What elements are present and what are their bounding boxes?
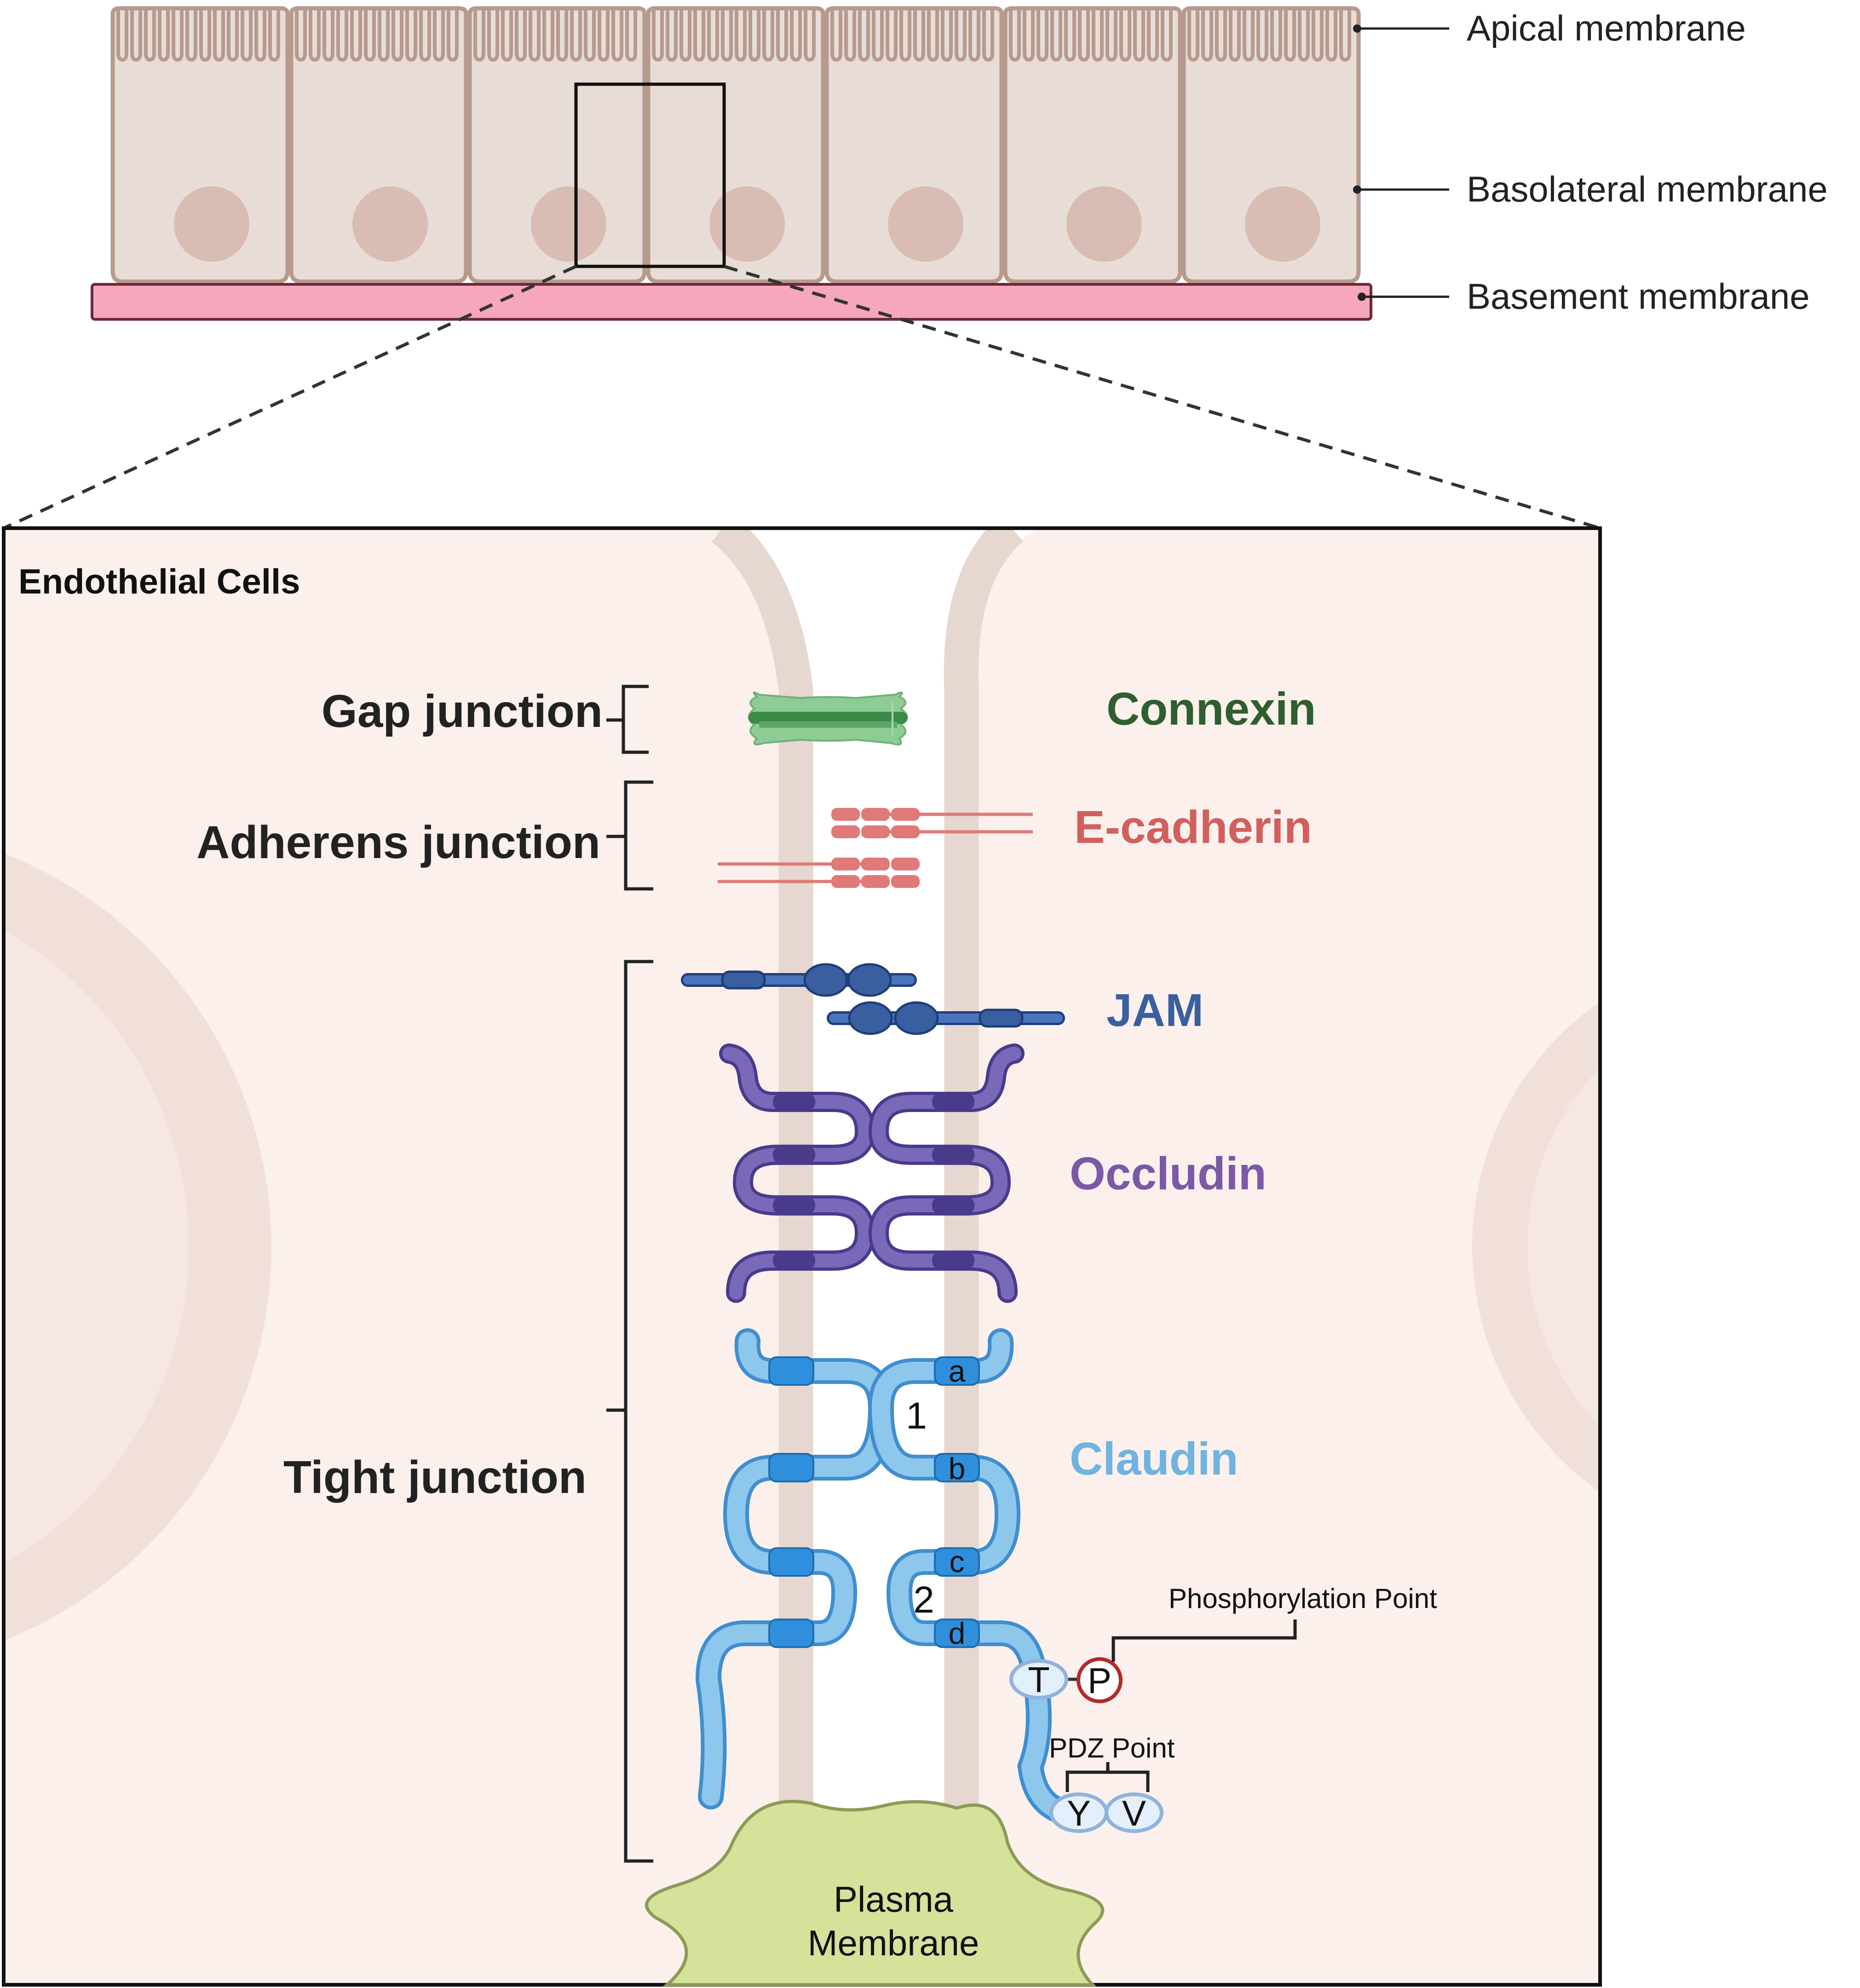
connexin-label: Connexin [1106, 683, 1316, 735]
occludin-protein [719, 1043, 1025, 1303]
threonine-residue: T [1009, 1659, 1068, 1700]
nucleus [1066, 186, 1142, 262]
tyrosine-residue: Y [1049, 1792, 1108, 1833]
claudin-protein [695, 1328, 1076, 1825]
threonine-label: T [1028, 1660, 1050, 1700]
top-label-apical: Apical membrane [1353, 8, 1746, 48]
microvillus [830, 9, 994, 62]
panel-title: Endothelial Cells [18, 562, 300, 601]
nucleus [531, 186, 606, 262]
plasma-membrane-label-line1: Plasma [834, 1879, 954, 1919]
basement-membrane [91, 283, 1372, 321]
microvillus [1187, 9, 1351, 62]
gap-junction-label: Gap junction [322, 686, 603, 737]
cell [289, 6, 468, 284]
tyrosine-label: Y [1067, 1793, 1091, 1833]
pdz-point-label: PDZ Point [1049, 1733, 1175, 1763]
valine-residue: V [1105, 1792, 1163, 1833]
zoom-box [574, 82, 726, 268]
cell [467, 6, 647, 284]
zoom-connector-left [3, 265, 577, 530]
cell-layer [110, 6, 1361, 284]
microvillus [652, 9, 816, 62]
connexin-protein [748, 691, 908, 746]
plasma-membrane-label-line2: Membrane [808, 1923, 979, 1963]
microvilli [116, 9, 1351, 62]
cell-membrane-right [944, 528, 1024, 1985]
phosphorylation-point-label: Phosphorylation Point [1169, 1583, 1437, 1614]
jam-protein [681, 963, 1065, 1035]
microvillus [295, 9, 459, 62]
gap-junction-bracket [606, 685, 649, 754]
cell [1003, 6, 1182, 284]
ecadherin-label: E-cadherin [1074, 801, 1312, 853]
top-label-basement: Basement membrane [1358, 276, 1810, 317]
microvillus [1009, 9, 1173, 62]
ecadherin-protein [718, 808, 1033, 888]
plasma-membrane [645, 1800, 1105, 1987]
phosphorylation-leader [1111, 1619, 1297, 1662]
nucleus [888, 186, 963, 262]
occludin-label: Occludin [1070, 1148, 1267, 1199]
nucleus [709, 186, 785, 262]
claudin-label: Claudin [1070, 1433, 1238, 1485]
cell [824, 6, 1004, 284]
microvillus [473, 9, 637, 62]
cell [110, 6, 290, 284]
top-label-basolateral: Basolateral membrane [1353, 169, 1828, 209]
jam-label: JAM [1106, 985, 1204, 1036]
microvillus [116, 9, 280, 62]
extracellular-loop-1: 1 [906, 1395, 927, 1437]
pdz-bracket [1065, 1762, 1150, 1792]
nucleus [352, 186, 428, 262]
claudin-mark-a: a [949, 1354, 966, 1388]
extracellular-loop-2: 2 [913, 1579, 934, 1621]
nucleus [1245, 186, 1320, 262]
cell [1181, 6, 1361, 284]
basement-membrane-label: Basement membrane [1467, 276, 1810, 317]
cell-membrane-left [711, 528, 813, 1985]
claudin-mark-b: b [949, 1452, 966, 1486]
basolateral-membrane-label: Basolateral membrane [1467, 169, 1828, 209]
phosphate-label: P [1088, 1660, 1111, 1701]
valine-label: V [1122, 1793, 1146, 1833]
apical-membrane-label: Apical membrane [1467, 8, 1746, 48]
claudin-mark-c: c [950, 1544, 965, 1579]
cell [646, 6, 825, 284]
zoom-connector-right [723, 265, 1601, 530]
adherens-junction-bracket [606, 780, 653, 891]
tight-junction-label: Tight junction [283, 1452, 587, 1503]
claudin-mark-d: d [949, 1616, 966, 1650]
nucleus [174, 186, 249, 262]
phosphate-group: P [1077, 1657, 1123, 1703]
adherens-junction-label: Adherens junction [196, 817, 600, 868]
zoom-panel: Endothelial Cells Gap junction Adherens … [2, 526, 1602, 1987]
tight-junction-bracket [606, 960, 653, 1863]
